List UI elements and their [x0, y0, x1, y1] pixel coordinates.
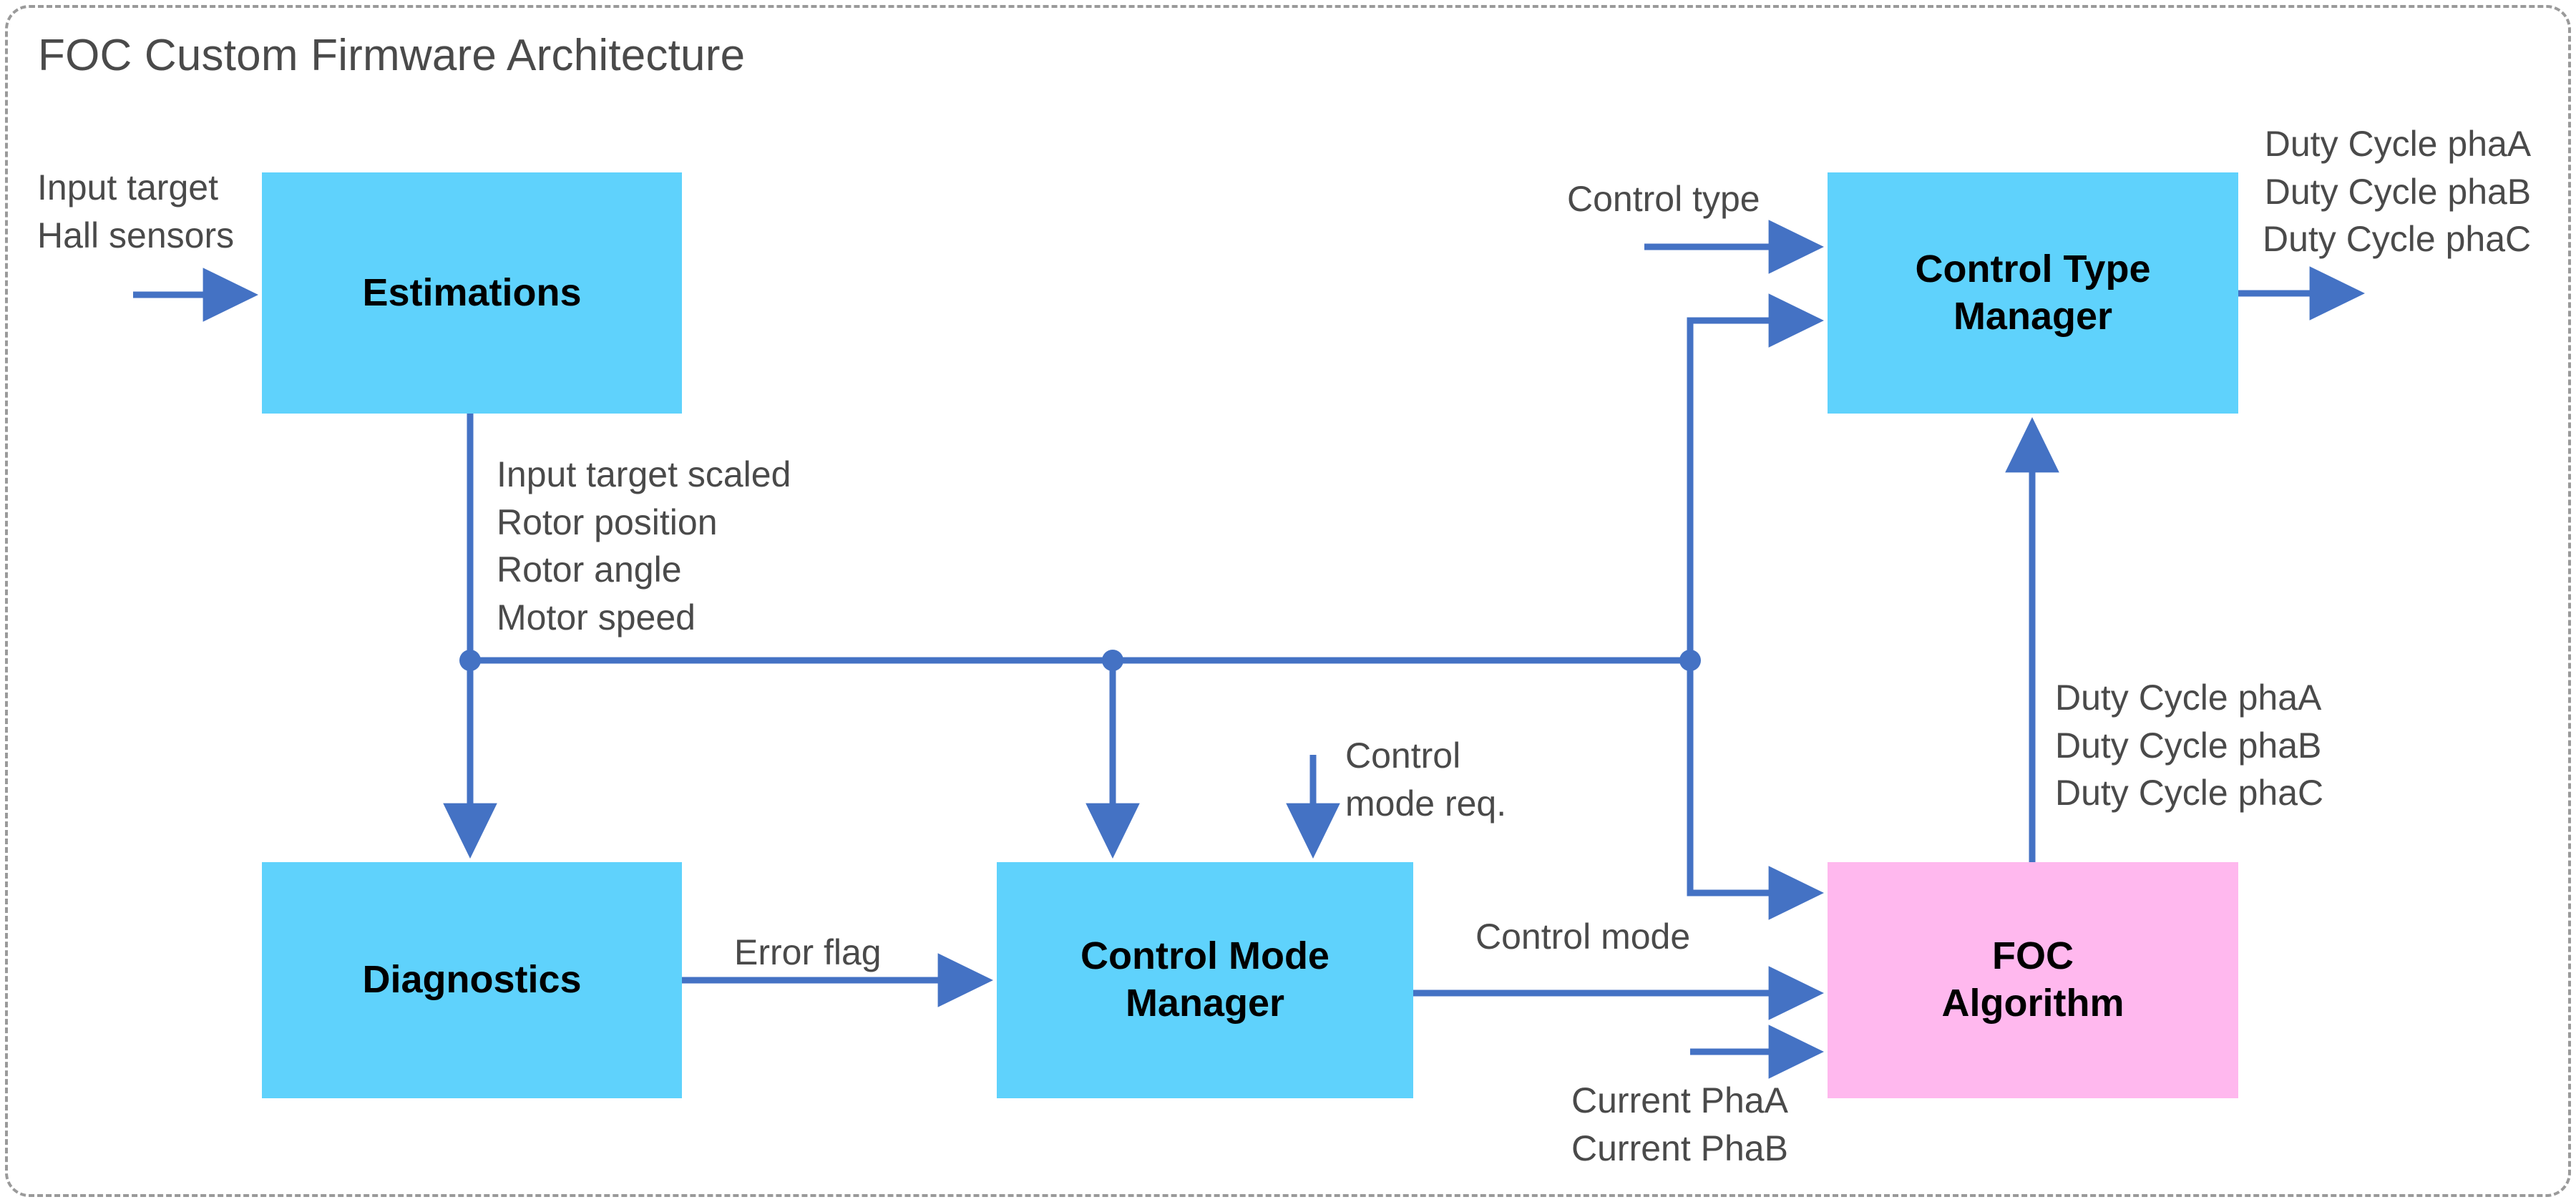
block-diagnostics[interactable]: Diagnostics	[262, 862, 682, 1098]
block-estimations-label: Estimations	[362, 270, 582, 314]
block-estimations[interactable]: Estimations	[262, 172, 682, 414]
page-title: FOC Custom Firmware Architecture	[38, 31, 746, 80]
block-diagnostics-label: Diagnostics	[362, 958, 582, 1002]
label-control-type: Control type	[1567, 179, 1760, 219]
label-error-flag: Error flag	[734, 932, 882, 972]
diagram-frame-border	[5, 5, 2571, 1197]
label-control-mode: Control mode	[1475, 917, 1691, 957]
